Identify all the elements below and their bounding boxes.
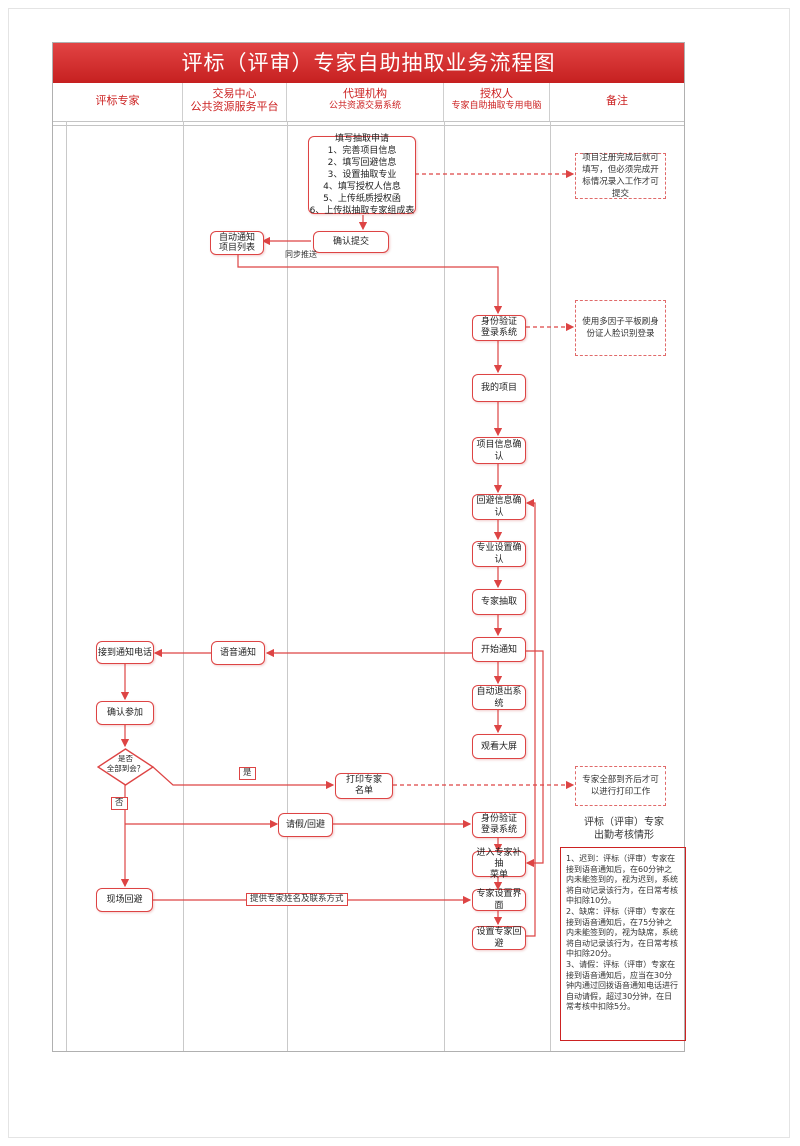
lane-header-exchange: 交易中心 公共资源服务平台 xyxy=(183,83,287,121)
identity-login-node: 身份验证 登录系统 xyxy=(472,315,526,341)
set-avoid-node: 设置专家回避 xyxy=(472,926,526,950)
lane-authorized-main: 授权人 xyxy=(480,87,513,100)
attendance-rules-box: 1、迟到：评标（评审）专家在接到语音通知后，在60分钟之内未能签到的，视为迟到，… xyxy=(560,847,686,1041)
note-print: 专家全部到齐后才可以进行打印工作 xyxy=(575,766,666,806)
decision-line2: 全部到会？ xyxy=(106,764,145,773)
apply-item-5: 5、上传纸质授权函 xyxy=(323,194,401,204)
lane-agency-sub: 公共资源交易系统 xyxy=(328,101,401,111)
flow-arrows xyxy=(120,169,575,937)
fill-apply-node: 填写抽取申请 1、完善项目信息 2、填写回避信息 3、设置抽取专业 4、填写授权… xyxy=(308,134,416,216)
onsite-avoid-node: 现场回避 xyxy=(96,888,153,912)
lane-divider xyxy=(444,121,445,1051)
confirm-join-node: 确认参加 xyxy=(96,701,154,725)
auto-notify-node: 自动通知 项目列表 xyxy=(210,231,264,255)
chart-title: 评标（评审）专家自助抽取业务流程图 xyxy=(53,43,684,83)
voice-notify-node: 语音通知 xyxy=(211,641,265,665)
auto-exit-node: 自动退出系统 xyxy=(472,685,526,710)
receive-call-node: 接到通知电话 xyxy=(96,641,154,664)
print-list-node: 打印专家 名单 xyxy=(335,773,393,799)
attendance-item: 1、迟到：评标（评审）专家在接到语音通知后，在60分钟之内未能签到的，视为迟到，… xyxy=(566,854,678,906)
expert-setting-node: 专家设置界面 xyxy=(472,889,526,911)
lane-header-remarks: 备注 xyxy=(550,83,684,121)
lane-exchange-main: 交易中心 xyxy=(212,87,257,100)
note-identity: 使用多因子平板刷身份证人脸识别登录 xyxy=(575,300,666,356)
header-rule-2 xyxy=(53,125,684,126)
lane-header-expert: 评标专家 xyxy=(53,83,183,121)
lane-divider xyxy=(183,121,184,1051)
flowchart: 评标（评审）专家自助抽取业务流程图 评标专家 交易中心 公共资源服务平台 代理机… xyxy=(52,42,685,1052)
lane-header-agency: 代理机构 公共资源交易系统 xyxy=(287,83,444,121)
print-line2: 名单 xyxy=(354,786,373,796)
identity2-line2: 登录系统 xyxy=(480,825,517,835)
lane-expert-label: 评标专家 xyxy=(95,94,140,107)
attendance-item: 2、缺席：评标（评审）专家在接到语音通知后，在75分钟之内未能签到的，视为缺席，… xyxy=(566,906,678,959)
identity-login-2-node: 身份验证 登录系统 xyxy=(472,812,526,838)
supplement-line1: 进入专家补抽 xyxy=(476,847,522,869)
lane-divider xyxy=(550,121,551,1051)
attendance-item: 3、请假：评标（评审）专家在接到语音通知后，应当在30分钟内通过回拨语音通知电话… xyxy=(566,959,678,1012)
apply-item-3: 3、设置抽取专业 xyxy=(327,170,397,180)
supplement-line2: 菜单 xyxy=(489,869,508,880)
attendance-title-1: 评标（评审）专家 xyxy=(584,817,664,828)
start-notify-node: 开始通知 xyxy=(472,637,526,662)
identity-line2: 登录系统 xyxy=(480,328,517,338)
yes-label: 是 xyxy=(239,767,256,780)
attendance-title: 评标（评审）专家 出勤考核情形 xyxy=(563,816,685,842)
lane-authorized-sub: 专家自助抽取专用电脑 xyxy=(451,101,542,111)
supplement-draw-node: 进入专家补抽 菜单 xyxy=(472,847,526,880)
project-confirm-node: 项目信息确认 xyxy=(472,437,526,464)
lane-remarks-label: 备注 xyxy=(606,94,628,107)
lane-divider xyxy=(287,121,288,1051)
attendance-title-2: 出勤考核情形 xyxy=(594,830,654,841)
leave-avoid-node: 请假/回避 xyxy=(278,813,333,837)
sync-push-label: 同步推送 xyxy=(285,250,317,259)
all-arrive-decision: 是否 全部到会？ xyxy=(96,748,155,786)
apply-item-1: 1、完善项目信息 xyxy=(327,146,397,156)
identity-line1: 身份验证 xyxy=(480,317,517,327)
expert-draw-node: 专家抽取 xyxy=(472,589,526,615)
lane-agency-main: 代理机构 xyxy=(343,87,387,100)
apply-title: 填写抽取申请 xyxy=(334,134,389,144)
avoid-confirm-node: 回避信息确认 xyxy=(472,494,526,520)
auto-notify-line1: 自动通知 xyxy=(218,233,255,243)
decision-diamond-shape xyxy=(96,748,155,786)
apply-item-6: 6、上传拟抽取专家组成表 xyxy=(309,206,415,216)
note-apply: 项目注册完成后就可填写，但必须完成开标情况录入工作才可提交 xyxy=(575,153,666,199)
my-project-node: 我的项目 xyxy=(472,374,526,402)
lane-exchange-sub: 公共资源服务平台 xyxy=(190,100,279,113)
provide-info-label: 提供专家姓名及联系方式 xyxy=(246,893,348,906)
no-label: 否 xyxy=(111,797,128,810)
identity2-line1: 身份验证 xyxy=(480,814,517,824)
header-rule xyxy=(53,121,684,122)
confirm-submit-node: 确认提交 xyxy=(313,231,389,253)
lane-divider xyxy=(66,121,67,1051)
decision-line1: 是否 xyxy=(118,754,133,763)
watch-screen-node: 观看大屏 xyxy=(472,734,526,759)
apply-item-4: 4、填写授权人信息 xyxy=(323,182,401,192)
auto-notify-line2: 项目列表 xyxy=(218,243,255,253)
apply-item-2: 2、填写回避信息 xyxy=(327,158,397,168)
print-line1: 打印专家 xyxy=(345,775,382,785)
major-confirm-node: 专业设置确认 xyxy=(472,541,526,567)
lane-header-authorized: 授权人 专家自助抽取专用电脑 xyxy=(444,83,550,121)
page-frame xyxy=(8,8,790,1138)
